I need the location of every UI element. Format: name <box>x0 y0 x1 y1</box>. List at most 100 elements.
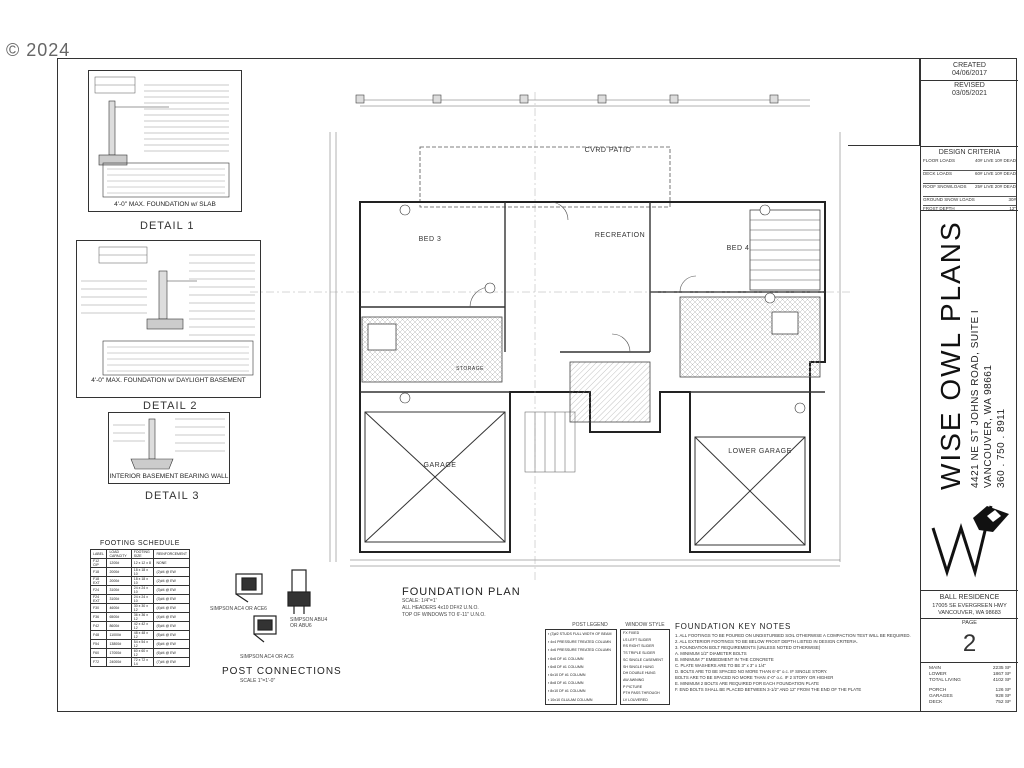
footing-cell: 17000# <box>106 648 132 658</box>
title-block: CREATED 04/06/2017 REVISED 03/05/2021 DE… <box>920 58 1018 712</box>
footing-cell: (5)#4 @ EW <box>153 621 190 631</box>
footing-cell: (2)#4 @ EW <box>153 576 190 586</box>
footing-cell: 11000# <box>106 630 132 640</box>
post-legend-box: ▪ (3)#2 STUDS FULL WIDTH OF BEAM▪ 4x4 PR… <box>545 629 617 705</box>
room-label-bed3: BED 3 <box>418 236 442 243</box>
detail-2-box: 4'-0" MAX. FOUNDATION w/ DAYLIGHT BASEME… <box>76 240 261 398</box>
detail-1-title: DETAIL 1 <box>140 220 195 232</box>
footing-header-cell: REINFORCEMENT <box>153 549 190 559</box>
list-item: C. PLATE WASHERS ARE TO BE 3" x 3" x 1/4… <box>675 663 766 668</box>
list-item: SC SINGLE CASEMENT <box>623 657 664 662</box>
list-item: 1. ALL FOOTINGS TO BE POURED ON UNDISTUR… <box>675 633 911 638</box>
detail-1-caption: 4'-0" MAX. FOUNDATION w/ SLAB <box>114 201 216 208</box>
room-label-lower-garage: LOWER GARAGE <box>728 448 792 455</box>
footing-cell: F72 <box>89 657 108 667</box>
revised-date: 03/05/2021 <box>951 90 988 97</box>
footing-cell: F60 <box>89 648 108 658</box>
footing-cell: F12 CIP <box>89 558 108 568</box>
list-item: RS RIGHT SLIDER <box>623 644 655 649</box>
footing-cell: (4)#4 @ EW <box>153 603 190 613</box>
detail-1-drawing <box>94 76 230 198</box>
list-item: ▪ 6x10 DF #1 COLUMN <box>548 673 586 678</box>
room-label-storage: STORAGE <box>456 366 484 372</box>
list-item: ▪ 8x10 DF #1 COLUMN <box>548 689 586 694</box>
list-item: LV LOUVERED <box>623 698 648 703</box>
list-item: ▪ 10x10 GLULAM COLUMN <box>548 697 593 702</box>
post-connection-drawings <box>235 569 311 643</box>
detail-3-box: INTERIOR BASEMENT BEARING WALL <box>108 412 230 484</box>
footing-cell: F48 <box>89 630 108 640</box>
post-legend-title: POST LEGEND <box>572 622 608 628</box>
footing-cell: (4)#4 @ EW <box>153 612 190 622</box>
project-name: BALL RESIDENCE <box>939 594 1000 601</box>
post-connections-scale: SCALE 1"=1'-0" <box>240 678 276 684</box>
room-label-garage: GARAGE <box>423 462 457 469</box>
company-name: WISE OWL PLANS <box>935 220 966 490</box>
company-phone: 360 . 750 . 8911 <box>996 408 1007 488</box>
footing-cell: F54 <box>89 639 108 649</box>
revised-label: REVISED <box>954 82 985 89</box>
list-item: DH DOUBLE HUNG <box>623 671 656 676</box>
project-city: VANCOUVER, WA 98683 <box>938 610 1001 616</box>
list-item: A. MINIMUM 1/2" DIAMETER BOLTS <box>675 651 747 656</box>
footing-cell: 24000# <box>106 657 132 667</box>
foundation-plan-scale: SCALE: 1/4"=1' <box>402 598 437 604</box>
footing-cell: 4600# <box>106 603 132 613</box>
room-label-bed4: BED 4 <box>726 245 750 252</box>
footing-cell: (5)#4 @ EW <box>153 630 190 640</box>
footing-cell: 6500# <box>106 612 132 622</box>
footing-cell: 3100# <box>106 594 132 604</box>
list-item: SH SINGLE HUNG <box>623 664 654 669</box>
footing-cell: 24 x 24 x 10 <box>130 594 155 604</box>
key-notes-title: FOUNDATION KEY NOTES <box>675 622 792 631</box>
footing-cell: 3100# <box>106 585 132 595</box>
post-connection-3-label: SIMPSON AC4 OR AC6 <box>240 654 294 660</box>
footing-cell: F42 <box>89 621 108 631</box>
footing-header-cell: LOAD CAPACITY <box>106 549 132 559</box>
key-notes-box: FOUNDATION KEY NOTES 1. ALL FOOTINGS TO … <box>675 622 918 706</box>
room-label-recreation: RECREATION <box>594 232 646 239</box>
post-connection-2-label: SIMPSON ABU4 OR ABU6 <box>290 617 328 629</box>
list-item: ▪ 6x6 DF #1 COLUMN <box>548 656 584 661</box>
list-item: PTH PASS THROUGH <box>623 691 660 696</box>
footing-cell: 54 x 54 x 12 <box>130 639 155 649</box>
owl-logo-icon <box>931 505 1009 578</box>
foundation-plan-title: FOUNDATION PLAN <box>402 586 521 598</box>
footing-cell: 24 x 24 x 10 <box>130 585 155 595</box>
list-item: P PICTURE <box>623 684 643 689</box>
list-item: 3. FOUNDATION BOLT REQUIREMENTS (UNLESS … <box>675 645 821 650</box>
footing-cell: (6)#4 @ EW <box>153 639 190 649</box>
footing-cell: 30 x 30 x 12 <box>130 603 155 613</box>
footing-cell: 1200# <box>106 558 132 568</box>
footing-cell: 2000# <box>106 567 132 577</box>
footing-header-cell: LABEL <box>89 549 108 559</box>
list-item: D. BOLTS ARE TO BE SPACED NO MORE THAN 6… <box>675 669 828 674</box>
footing-cell: 18 x 18 x 10 <box>130 576 155 586</box>
post-connection-1-label: SIMPSON AC4 OR ACE6 <box>210 606 267 612</box>
footing-cell: F30 <box>89 603 108 613</box>
footing-cell: 72 x 72 x 14 <box>130 657 155 667</box>
footing-cell: (3)#4 @ EW <box>153 585 190 595</box>
list-item: B. MINIMUM 7" EMBEDMENT IN THE CONCRETE <box>675 657 774 662</box>
footing-cell: F24 <box>89 585 108 595</box>
footing-cell: 48 x 48 x 12 <box>130 630 155 640</box>
company-city: VANCOUVER, WA 98661 <box>983 364 994 488</box>
list-item: ▪ 8x8 DF #1 COLUMN <box>548 681 584 686</box>
detail-2-caption: 4'-0" MAX. FOUNDATION w/ DAYLIGHT BASEME… <box>91 377 246 384</box>
foundation-plan-drawing <box>250 92 850 582</box>
company-address-block: 4421 NE ST JOHNS ROAD, SUITE I VANCOUVER… <box>969 310 1008 488</box>
footing-cell: 42 x 42 x 12 <box>130 621 155 631</box>
detail-2-title: DETAIL 2 <box>143 400 198 412</box>
